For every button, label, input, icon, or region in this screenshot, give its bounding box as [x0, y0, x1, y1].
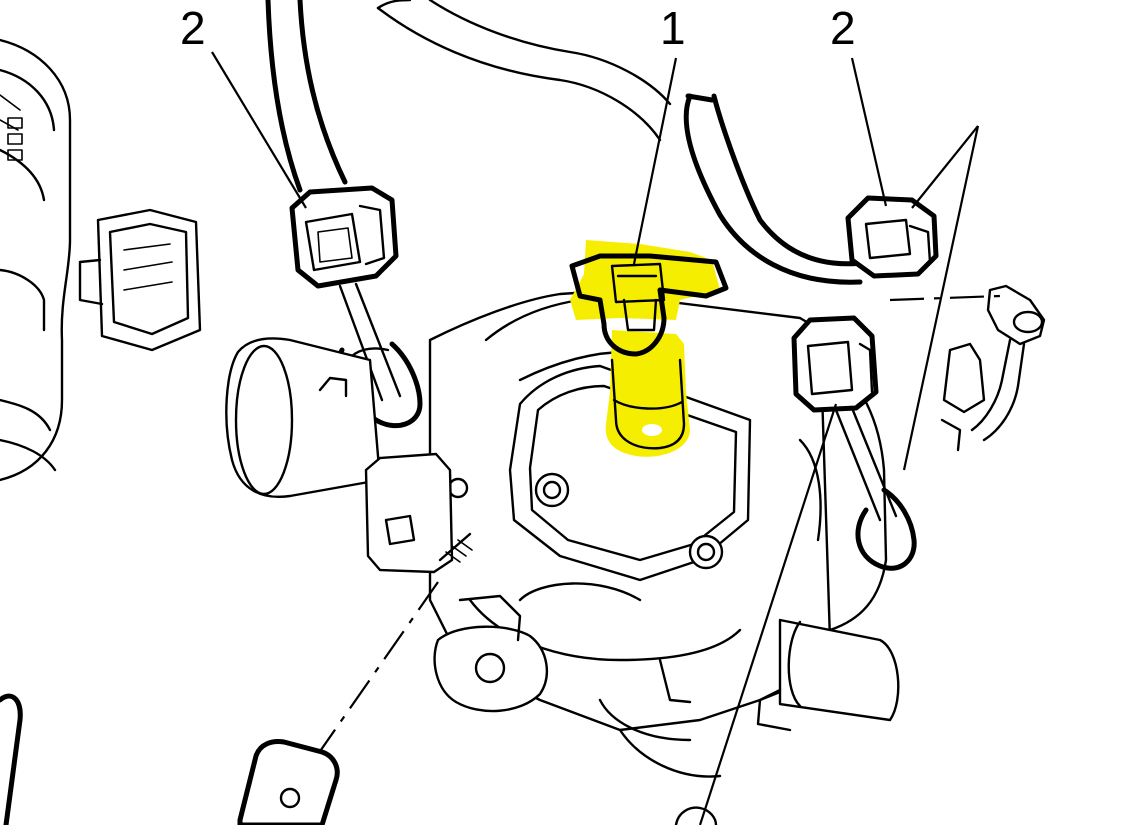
left-motor-assembly [0, 38, 202, 482]
lower-bracket [0, 581, 439, 825]
callout-label-1: 1 [660, 2, 686, 54]
callout-label-left-2: 2 [180, 2, 206, 54]
highlight-fill-body [605, 330, 690, 457]
callout-label-right-2: 2 [830, 2, 856, 54]
left-connector [289, 185, 423, 429]
callout-leaders [211, 51, 980, 825]
callout-labels: 2 1 2 [180, 2, 856, 54]
main-housing [225, 290, 900, 778]
upper-hoses [265, 0, 873, 285]
right-connector [791, 195, 1046, 571]
highlighted-component [569, 240, 729, 457]
